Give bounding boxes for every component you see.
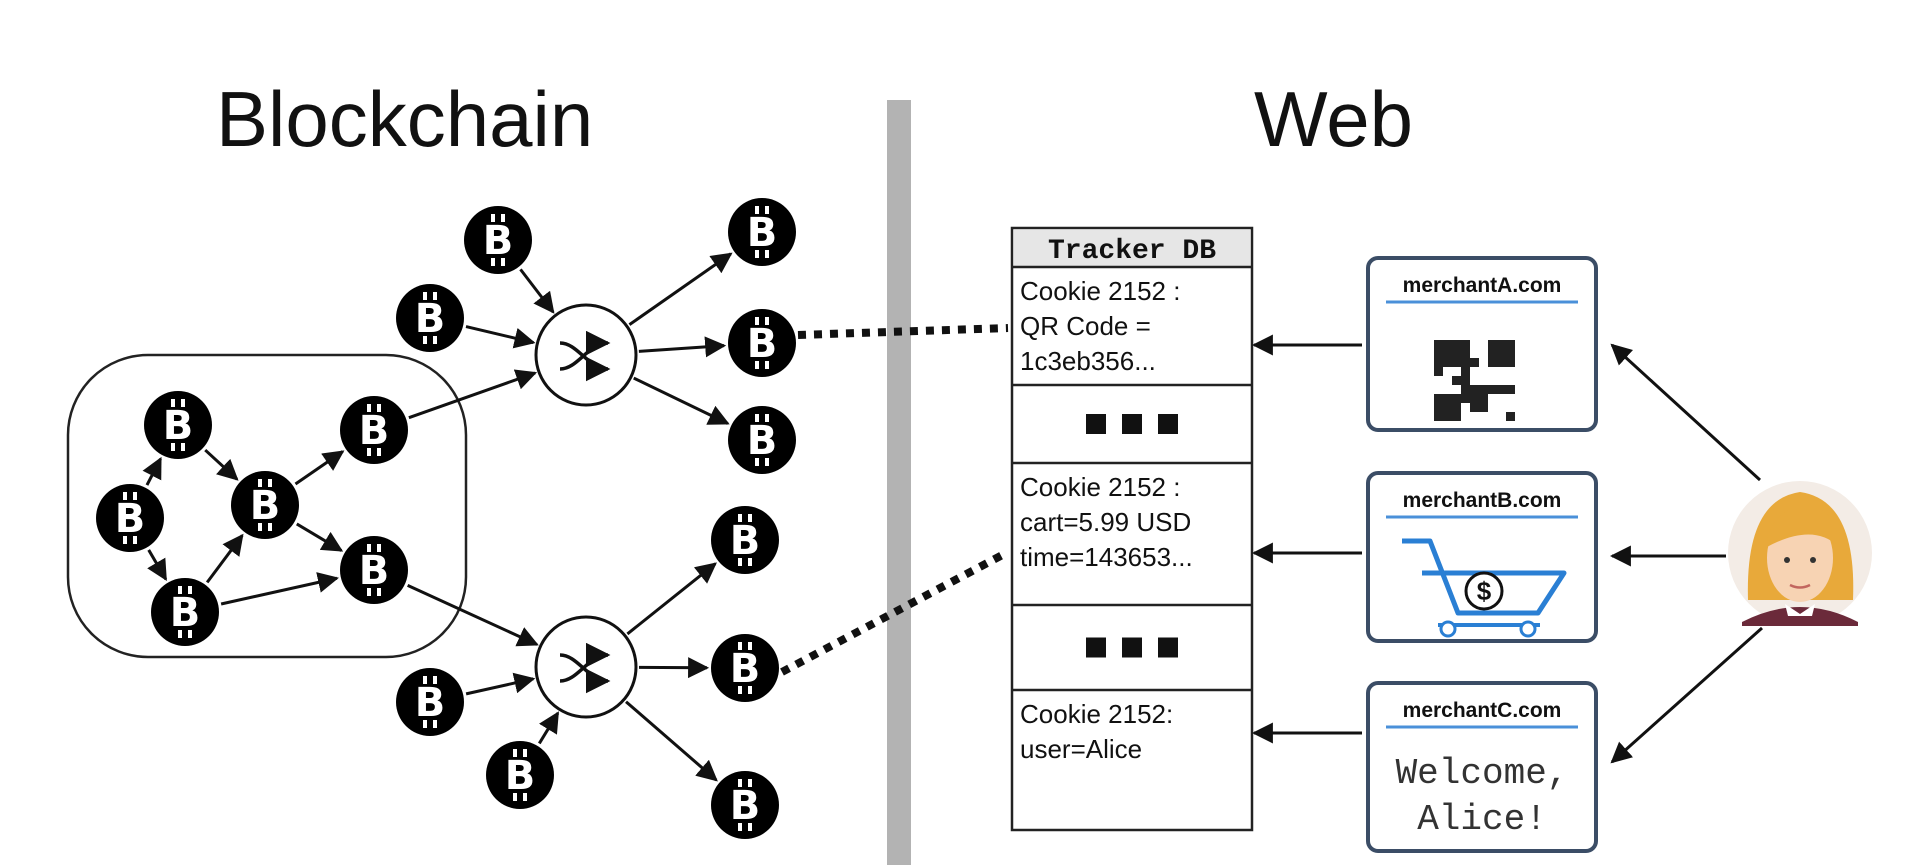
qr-code-icon [1434, 340, 1515, 421]
web-title: Web [1254, 75, 1413, 163]
bitcoin-icon: B [144, 391, 212, 459]
bitcoin-icon: B [728, 309, 796, 377]
merchant-card: merchantB.com $ [1366, 471, 1598, 643]
flow-edges [142, 252, 733, 782]
linkage-dotted-line [780, 548, 1010, 676]
flow-arrow [538, 711, 560, 745]
bitcoin-symbol: B [359, 408, 390, 454]
bitcoin-icon: B [728, 198, 796, 266]
merchant-site-label: merchantB.com [1403, 489, 1562, 512]
bitcoin-symbol: B [415, 680, 446, 726]
bitcoin-symbol: B [115, 496, 146, 542]
bitcoin-icon: B [711, 771, 779, 839]
flow-arrow [1610, 626, 1763, 764]
ellipsis-square [1158, 637, 1178, 658]
tracker-db-entry-line: 1c3eb356... [1020, 346, 1156, 376]
ellipsis-square [1122, 414, 1142, 434]
flow-arrow [519, 268, 555, 314]
bitcoin-icon: B [396, 284, 464, 352]
flow-arrow [1610, 343, 1762, 482]
bitcoin-symbol: B [747, 210, 778, 256]
bitcoin-symbol: B [163, 403, 194, 449]
bitcoin-icon: B [231, 471, 299, 539]
cluster-boundary [66, 353, 468, 659]
flow-arrow [638, 336, 727, 358]
ellipsis-square [1086, 637, 1106, 658]
bitcoin-symbol: B [359, 548, 390, 594]
flow-arrow [625, 700, 718, 782]
tracker-db-entry-line: user=Alice [1020, 734, 1142, 764]
flow-arrow [205, 533, 244, 584]
merchant-card: merchantA.com [1366, 256, 1598, 432]
bitcoin-icon: B [486, 741, 554, 809]
tracker-db-entry-line: Cookie 2152 : [1020, 472, 1180, 502]
bitcoin-symbol: B [730, 646, 761, 692]
flow-arrow [626, 562, 717, 636]
welcome-message-line: Alice! [1417, 799, 1547, 840]
flow-arrow [294, 450, 345, 486]
mixer-shuffle-icon [534, 615, 638, 719]
bitcoin-symbol: B [415, 296, 446, 342]
user-avatar-icon [1728, 481, 1872, 626]
bitcoin-symbol: B [730, 518, 761, 564]
bitcoin-symbol: B [505, 753, 536, 799]
linkage-dotted-lines [780, 324, 1010, 676]
linkage-dotted-line [797, 324, 1009, 339]
mixers [534, 303, 638, 719]
flow-arrow [408, 369, 538, 420]
ellipsis-square [1158, 414, 1178, 434]
bitcoin-icon: B [711, 634, 779, 702]
bitcoin-icon: B [464, 206, 532, 274]
tracker-db-entry-line: time=143653... [1020, 542, 1193, 572]
bitcoin-symbol: B [170, 590, 201, 636]
flow-arrow [407, 584, 539, 647]
ellipsis-square [1086, 414, 1106, 434]
tracker-db-header: Tracker DB [1048, 236, 1216, 267]
shopping-cart-icon: $ [1402, 538, 1567, 638]
flow-arrow [142, 456, 162, 486]
merchant-sites: merchantA.com merchantB.com $ merchantC.com… [1366, 256, 1598, 853]
bitcoin-icon: B [728, 406, 796, 474]
bitcoin-symbol: B [483, 218, 514, 264]
bitcoin-icon: B [151, 578, 219, 646]
bitcoin-icon: B [711, 506, 779, 574]
dollar-symbol: $ [1477, 576, 1492, 606]
tracker-db-entry-line: cart=5.99 USD [1020, 507, 1191, 537]
bitcoin-symbol: B [747, 418, 778, 464]
tracker-db: Tracker DB Cookie 2152 : QR Code = 1c3eb35… [1010, 226, 1254, 832]
flow-arrow [628, 252, 733, 326]
bitcoin-symbol: B [250, 483, 281, 529]
tracker-db-entry-line: QR Code = [1020, 311, 1151, 341]
tracker-db-entry-line: Cookie 2152: [1020, 699, 1173, 729]
tracker-db-entry-line: Cookie 2152 : [1020, 276, 1180, 306]
bitcoin-icon: B [340, 396, 408, 464]
flow-arrow [204, 448, 239, 481]
bitcoin-icon: B [340, 536, 408, 604]
flow-arrow [147, 549, 168, 582]
flow-arrow [633, 376, 730, 425]
ellipsis-square [1122, 637, 1142, 658]
flow-arrow [220, 572, 339, 606]
flow-arrow [465, 325, 536, 349]
tracker-db-header-bg [1014, 230, 1250, 266]
bitcoin-symbol: B [730, 783, 761, 829]
blockchain-title: Blockchain [216, 75, 594, 163]
flow-arrow [296, 522, 344, 552]
welcome-message-line: Welcome, [1396, 753, 1569, 794]
bitcoin-icon: B [96, 484, 164, 552]
coin-dollar-icon [1464, 571, 1504, 611]
merchant-site-label: merchantA.com [1403, 274, 1562, 297]
bitcoin-icon: B [396, 668, 464, 736]
mixer-shuffle-icon [534, 303, 638, 407]
merchant-site-label: merchantC.com [1403, 699, 1562, 722]
divider-line [887, 100, 911, 865]
web-arrows [1251, 334, 1763, 764]
bitcoin-symbol: B [747, 321, 778, 367]
flow-arrow [465, 672, 536, 696]
